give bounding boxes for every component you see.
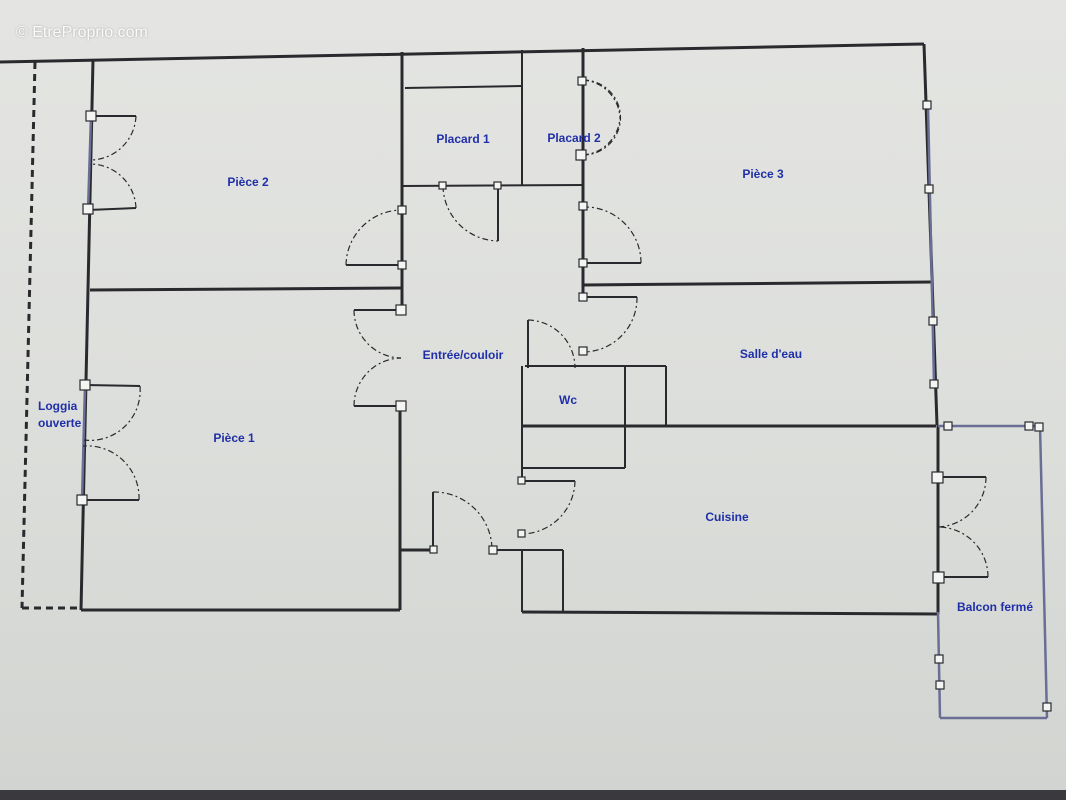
room-label-entree-couloir: Entrée/couloir <box>423 348 504 362</box>
room-label-piece-1: Pièce 1 <box>213 431 255 445</box>
door-swing-arcs <box>82 79 989 578</box>
room-label-loggia-ouverte: ouverte <box>38 416 82 430</box>
room-labels: Pièce 2 Placard 1 Placard 2 Pièce 3 Entr… <box>38 131 1033 614</box>
room-label-piece-2: Pièce 2 <box>227 175 269 189</box>
interior-walls <box>89 48 936 612</box>
exterior-walls <box>0 42 940 616</box>
hinge-markers <box>76 76 1052 712</box>
loggia-outline <box>20 61 81 610</box>
screen-bottom-bezel <box>0 790 1066 800</box>
room-label-balcon-ferme: Balcon fermé <box>957 600 1033 614</box>
room-label-placard-1: Placard 1 <box>436 132 490 146</box>
watermark-logo: © EtreProprio.com <box>16 24 148 41</box>
room-label-cuisine: Cuisine <box>705 510 749 524</box>
room-label-placard-2: Placard 2 <box>547 131 601 145</box>
door-leaves <box>82 115 988 578</box>
room-label-piece-3: Pièce 3 <box>742 167 784 181</box>
room-label-salle-d-eau: Salle d'eau <box>740 347 802 361</box>
room-label-wc: Wc <box>559 393 577 407</box>
room-label-loggia: Loggia <box>38 399 78 413</box>
glazed-walls <box>80 104 1049 720</box>
